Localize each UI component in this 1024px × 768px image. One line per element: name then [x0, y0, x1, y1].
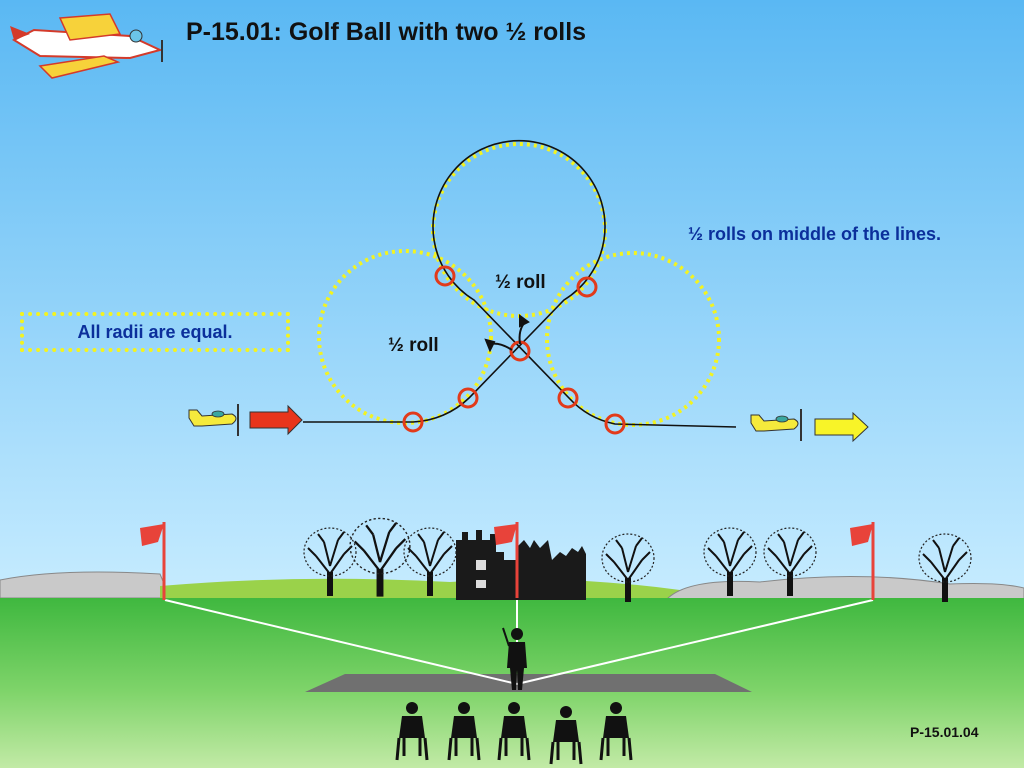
- aerobatic-plane-icon: [10, 13, 163, 79]
- roll-rotation-arrows: [484, 314, 530, 353]
- radii-note: All radii are equal.: [20, 312, 290, 352]
- left-hill: [0, 571, 171, 599]
- pilot-icon: [502, 627, 527, 690]
- right-hill: [667, 575, 1024, 601]
- roll-label-upper: ½ roll: [495, 272, 546, 293]
- rolls-note: ½ rolls on middle of the lines.: [688, 224, 942, 244]
- slide-title: P-15.01: Golf Ball with two ½ rolls: [186, 18, 587, 46]
- castle-ruin-icon: [456, 530, 586, 600]
- flight-path: [303, 139, 737, 428]
- sky: [0, 0, 1024, 600]
- flag-icon-right: [850, 524, 873, 546]
- yellow-plane-icon-exit: [750, 409, 802, 441]
- flag-icon-left: [140, 524, 164, 546]
- roll-label-lower: ½ roll: [388, 335, 439, 356]
- exit-arrow[interactable]: [814, 411, 869, 443]
- entry-arrow[interactable]: [249, 404, 303, 436]
- roll-markers: [402, 265, 626, 435]
- reference-code: P-15.01.04: [910, 724, 979, 740]
- runway: [305, 674, 752, 692]
- yellow-plane-icon-entry: [188, 404, 239, 436]
- flags: [140, 522, 875, 600]
- flag-icon-center: [494, 524, 517, 545]
